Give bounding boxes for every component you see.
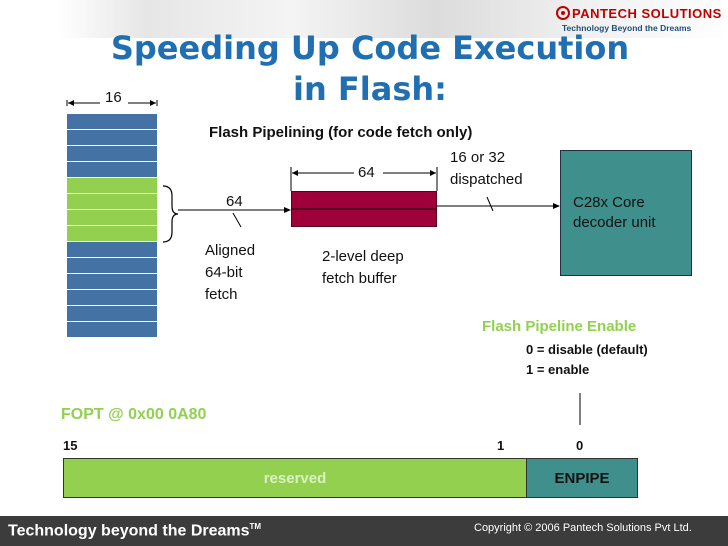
c28x-core-block: C28x Core decoder unit bbox=[560, 150, 692, 276]
reserved-field: reserved bbox=[64, 459, 526, 497]
top-banner bbox=[0, 0, 728, 38]
memory-row-fetched bbox=[67, 177, 157, 193]
fetch-desc-1: Aligned bbox=[205, 242, 256, 259]
bit-1-label: 1 bbox=[497, 438, 505, 453]
bit-0-label: 0 bbox=[576, 438, 584, 453]
flash-memory-stack bbox=[67, 113, 157, 337]
logo: PANTECH SOLUTIONS Technology Beyond the … bbox=[556, 4, 728, 38]
enpipe-field: ENPIPE bbox=[526, 459, 637, 497]
memory-row bbox=[67, 289, 157, 305]
memory-row bbox=[67, 129, 157, 145]
memory-row bbox=[67, 113, 157, 129]
register-name: FOPT @ 0x00 0A80 bbox=[61, 406, 207, 423]
fetch-buffer bbox=[291, 191, 437, 227]
memory-row bbox=[67, 145, 157, 161]
footer-bar: Technology beyond the DreamsTM Copyright… bbox=[0, 516, 728, 546]
core-label-1: C28x Core bbox=[573, 194, 645, 211]
pipeline-enable-option-0: 0 = disable (default) bbox=[526, 342, 648, 357]
logo-name: PANTECH SOLUTIONS bbox=[572, 6, 722, 21]
memory-row-fetched bbox=[67, 225, 157, 241]
footer-tagline: Technology beyond the DreamsTM bbox=[8, 522, 261, 540]
fetch-desc-2: 64-bit bbox=[205, 264, 243, 281]
copyright-text: Copyright © 2006 Pantech Solutions Pvt L… bbox=[474, 522, 692, 534]
memory-row bbox=[67, 241, 157, 257]
fopt-register: reserved ENPIPE bbox=[63, 458, 638, 498]
fetch-width-label: 64 bbox=[226, 193, 243, 210]
memory-row bbox=[67, 305, 157, 321]
memory-row-fetched bbox=[67, 193, 157, 209]
logo-icon bbox=[556, 6, 570, 20]
pipeline-enable-title: Flash Pipeline Enable bbox=[482, 318, 637, 335]
logo-tagline: Technology Beyond the Dreams bbox=[562, 23, 692, 33]
buffer-desc-2: fetch buffer bbox=[322, 270, 397, 287]
buffer-slot bbox=[291, 209, 437, 227]
core-label-2: decoder unit bbox=[573, 214, 656, 231]
pipeline-heading: Flash Pipelining (for code fetch only) bbox=[209, 124, 473, 141]
dispatch-label-1: 16 or 32 bbox=[450, 149, 506, 166]
buffer-slot bbox=[291, 191, 437, 209]
buffer-width-label: 64 bbox=[358, 164, 375, 181]
slide-title: Speeding Up Code Execution in Flash: bbox=[110, 29, 630, 108]
trademark-mark: TM bbox=[249, 522, 262, 531]
memory-row bbox=[67, 273, 157, 289]
dispatch-label-2: dispatched bbox=[450, 171, 523, 188]
bit-15-label: 15 bbox=[63, 438, 78, 453]
memory-row bbox=[67, 161, 157, 177]
memory-row bbox=[67, 257, 157, 273]
memory-row-fetched bbox=[67, 209, 157, 225]
buffer-desc-1: 2-level deep bbox=[322, 248, 404, 265]
pipeline-enable-option-1: 1 = enable bbox=[526, 362, 590, 377]
memory-row bbox=[67, 321, 157, 337]
fetch-desc-3: fetch bbox=[205, 286, 238, 303]
footer-tagline-text: Technology beyond the Dreams bbox=[8, 522, 250, 540]
stack-width-label: 16 bbox=[105, 89, 122, 106]
